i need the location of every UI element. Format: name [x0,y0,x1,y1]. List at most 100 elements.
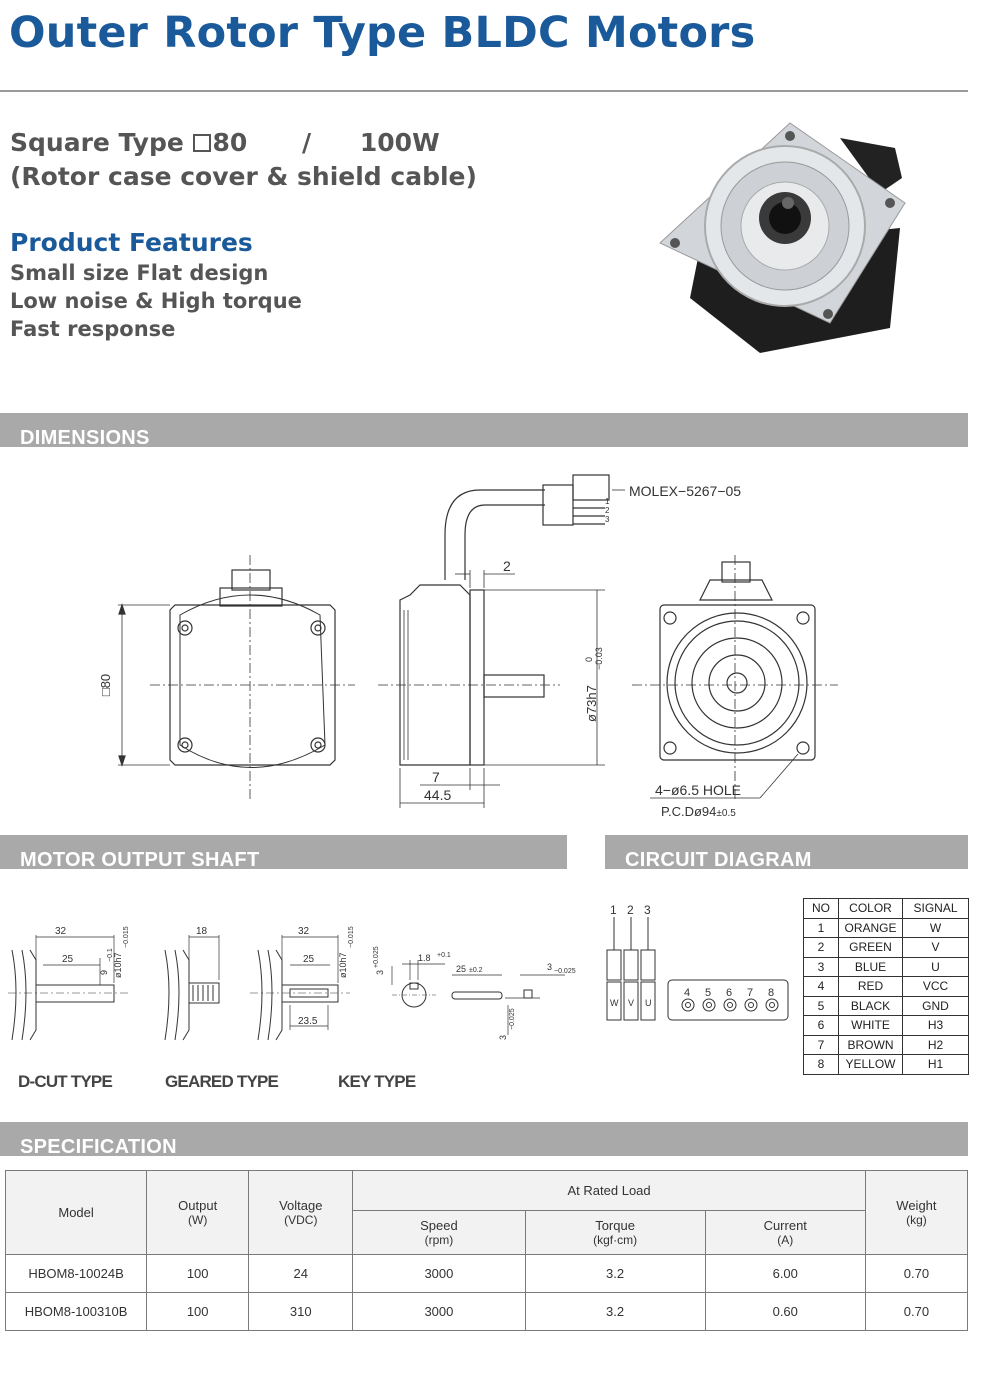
header-current: Current(A) [704,1210,866,1255]
cell-color: YELLOW [838,1054,903,1075]
cell-model: HBOM8-10024B [4,1254,148,1293]
spec-subheader-row: Speed(rpm) Torque(kgf·cm) Current(A) [6,1210,968,1255]
cell-no: 8 [803,1054,839,1075]
cell-output: 100 [146,1292,250,1331]
dcut-type-label: D-CUT TYPE [18,1072,113,1091]
key-type-label: KEY TYPE [338,1072,416,1091]
flange-dim-label: 7 [432,769,440,785]
key-w: 1.8 [418,953,431,963]
square-symbol-icon [192,134,211,152]
rear-view [632,555,838,800]
cell-color: RED [838,976,903,997]
header-speed-unit: (rpm) [424,1233,454,1247]
dcut-dia-tol: −0.015 [123,926,130,948]
connector-pin-label: 8 [768,987,774,999]
motor-photo [659,122,906,353]
key-dia-tol: −0.015 [348,926,355,948]
table-row: HBOM8-10024B 100 24 3000 3.2 6.00 0.70 [4,1254,969,1293]
cell-signal: U [902,956,969,977]
header-weight-label: Weight [896,1198,937,1213]
section-title: DIMENSIONS [20,427,150,447]
key-len1: 32 [298,926,310,937]
geared-shaft-drawing [164,935,220,1041]
section-title: MOTOR OUTPUT SHAFT [20,849,260,869]
connector-pin-label: 5 [705,987,711,999]
cell-voltage: 310 [248,1292,354,1331]
pin-label: 3 [605,515,610,524]
header-cell: SIGNAL [902,898,969,919]
cell-speed: 3000 [352,1292,526,1331]
header-current-unit: (A) [777,1233,794,1247]
key-kw-tol: −0.025 [554,968,576,975]
shaft-drawings: 32 25 9 −0.1 ø10h7 −0.015 18 32 25 23.5 … [8,926,576,1041]
circuit-pin-label: 3 [644,903,651,917]
cell-signal: W [902,917,969,938]
header-weight: Weight(kg) [864,1170,969,1255]
circuit-pin-label: 1 [610,903,617,917]
header-torque: Torque(kgf·cm) [524,1210,706,1255]
feature-item: Low noise & High torque [10,289,302,313]
dcut-len2: 25 [62,954,74,965]
cell-signal: H3 [902,1015,969,1036]
section-title: SPECIFICATION [20,1136,177,1156]
header-torque-label: Torque [595,1218,635,1233]
cell-no: 1 [803,917,839,938]
key-dia: ø10h7 [338,952,348,978]
header-cell: NO [803,898,839,919]
key-kh-tol: −0.025 [509,1008,516,1030]
cell-signal: V [902,937,969,958]
cell-no: 2 [803,937,839,958]
key-detail-drawing [391,960,565,1035]
header-torque-unit: (kgf·cm) [593,1233,638,1247]
header-weight-unit: (kg) [906,1213,927,1227]
cell-no: 6 [803,1015,839,1036]
diameter-dim-label: ø73h7 [584,685,599,722]
key-keylen-tol: ±0.2 [469,967,483,974]
dimension-drawing: □80 MOLEX−5267−05 1 2 3 2 ø73h7 0 −0.03 … [98,474,838,819]
plug-letter: W [610,998,619,1008]
dcut-shaft-drawing [8,935,130,1041]
connector-label: MOLEX−5267−05 [629,483,741,499]
diameter-tol-upper: 0 [584,657,594,662]
key-shaft-drawing [250,935,350,1041]
feature-item: Fast response [10,317,176,341]
front-view [118,555,355,800]
features-title: Product Features [10,228,253,257]
key-keylen: 25 [456,964,466,974]
cell-no: 3 [803,956,839,977]
cell-color: BROWN [838,1034,903,1055]
cell-color: BLUE [838,956,903,977]
diameter-tol-lower: −0.03 [594,647,604,670]
cell-no: 7 [803,1034,839,1055]
connector-pin-label: 4 [684,987,690,999]
circuit-pin-label: 2 [627,903,634,917]
dcut-flat-tol: −0.1 [107,948,114,962]
cell-signal: H1 [902,1054,969,1075]
section-bar-dimensions: DIMENSIONS [0,413,968,447]
cell-voltage: 24 [248,1254,354,1293]
cell-speed: 3000 [352,1254,526,1293]
header-speed-label: Speed [420,1218,458,1233]
page-title: Outer Rotor Type BLDC Motors [9,8,756,58]
cell-color: WHITE [838,1015,903,1036]
subtitle-cover: (Rotor case cover & shield cable) [10,162,477,191]
cell-output: 100 [146,1254,250,1293]
specification-table: Model Output(W) Voltage(VDC) At Rated Lo… [4,1170,969,1331]
key-kw: 3 [547,962,552,972]
subtitle-power: 100W [359,128,440,157]
dcut-flat: 9 [99,970,109,975]
header-voltage-label: Voltage [279,1198,323,1213]
feature-item: Small size Flat design [10,261,269,285]
header-output-unit: (W) [188,1213,208,1227]
header-output: Output(W) [146,1170,250,1255]
header-model: Model [4,1170,148,1255]
geared-len: 18 [196,926,208,937]
cell-color: BLACK [838,995,903,1016]
